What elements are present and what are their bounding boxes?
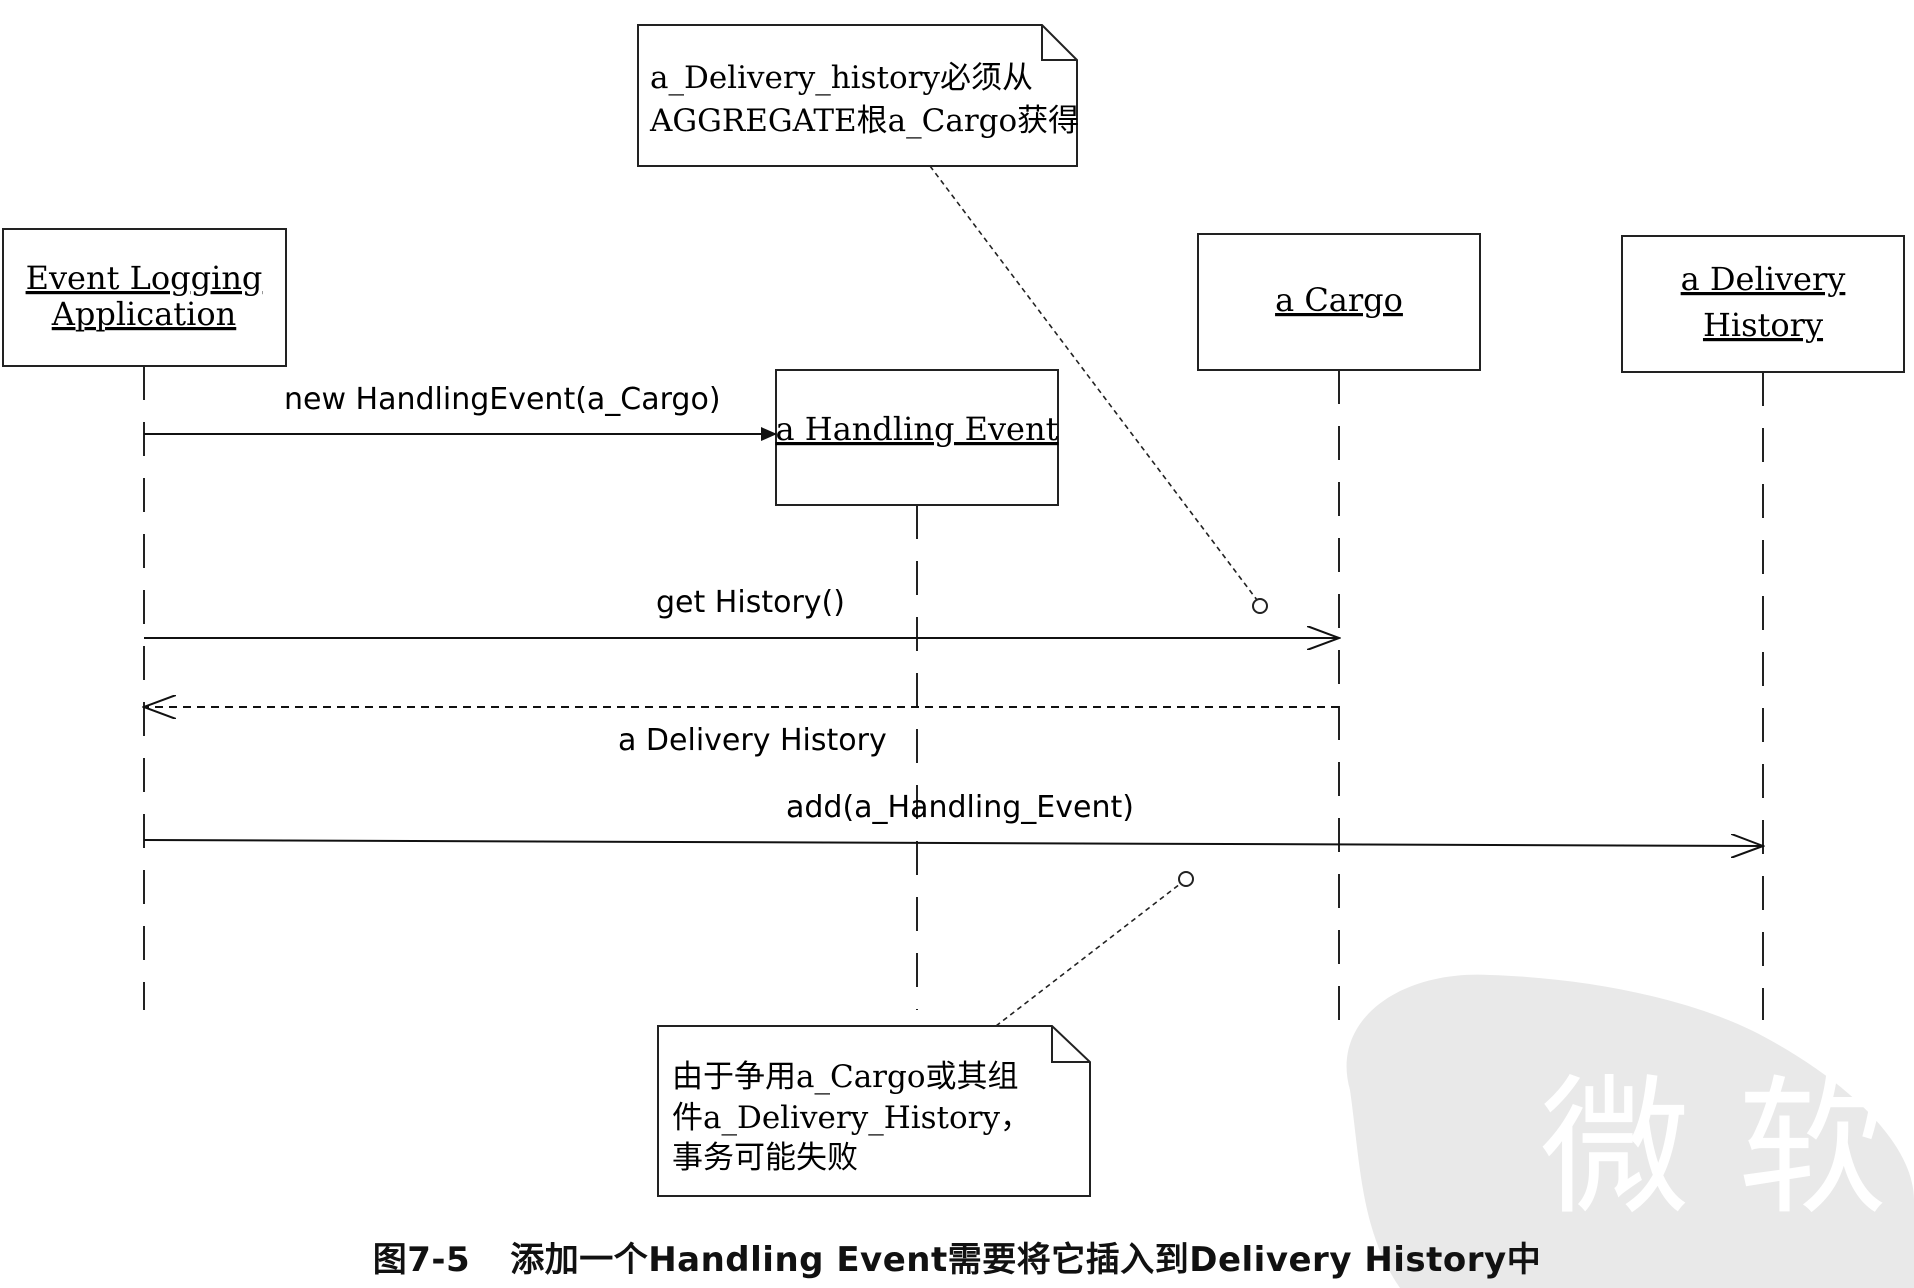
svg-text:微 软: 微 软: [1540, 1062, 1888, 1236]
note-aggregate-root: a_Delivery_history必须从 AGGREGATE根a_Cargo获…: [637, 24, 1268, 614]
message-label: get History(): [656, 585, 845, 620]
note-line1: a_Delivery_history必须从: [650, 60, 1033, 96]
figure-caption: 图7-5 添加一个Handling Event需要将它插入到Delivery Hi…: [0, 1232, 1914, 1281]
message-create-handling-event: new HandlingEvent(a_Cargo): [144, 382, 777, 441]
watermark: 微 软: [1346, 974, 1914, 1288]
note-line2: 件a_Delivery_History，: [672, 1100, 1031, 1136]
lifeline-label-line1: a Delivery: [1681, 260, 1846, 298]
note-line1: 由于争用a_Cargo或其组: [672, 1059, 1019, 1095]
lifeline-delivery-history: a Delivery History: [1621, 235, 1905, 1020]
note-transaction-contention: 由于争用a_Cargo或其组 件a_Delivery_History， 事务可能…: [657, 871, 1194, 1197]
note-line2: AGGREGATE根a_Cargo获得: [649, 103, 1079, 139]
lifeline-label-line1: Event Logging: [26, 259, 263, 297]
figure-number: 图7-5: [372, 1240, 471, 1280]
lifeline-label: a Cargo: [1275, 281, 1403, 319]
message-label: a Delivery History: [618, 723, 887, 758]
message-label: add(a_Handling_Event): [786, 790, 1134, 825]
lifeline-handling-event: a Handling Event: [775, 369, 1059, 1010]
message-return-delivery-history: a Delivery History: [144, 707, 1339, 758]
lifeline-label-line2: Application: [51, 295, 237, 333]
message-label: new HandlingEvent(a_Cargo): [284, 382, 721, 417]
message-add-handling-event: add(a_Handling_Event): [143, 790, 1763, 846]
message-get-history: get History(): [144, 585, 1339, 638]
lifeline-event-logging-application: Event Logging Application: [2, 228, 287, 1010]
figure-caption-text: 添加一个Handling Event需要将它插入到Delivery Histor…: [510, 1240, 1542, 1280]
lifeline-label-line2: History: [1703, 306, 1823, 344]
lifeline-label: a Handling Event: [776, 410, 1059, 448]
note-line3: 事务可能失败: [672, 1140, 858, 1176]
lifeline-cargo: a Cargo: [1197, 233, 1481, 1020]
